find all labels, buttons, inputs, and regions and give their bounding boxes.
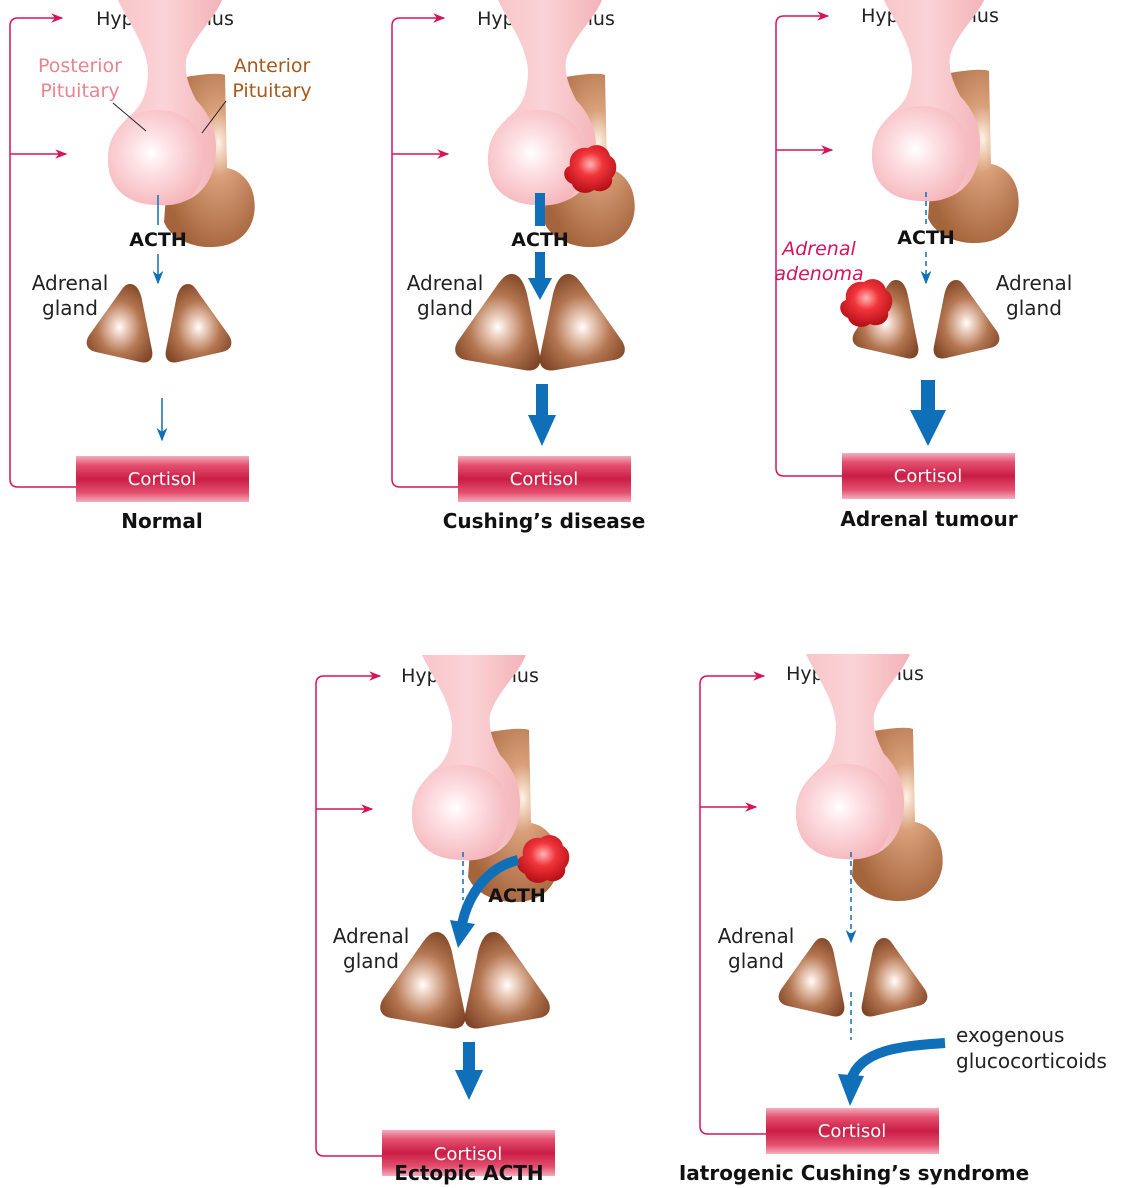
cortisol-arrow	[910, 380, 946, 446]
feedback-line	[700, 676, 766, 1134]
adrenal-adenoma-tumour	[840, 279, 892, 327]
adrenal-label-line2: gland	[1006, 296, 1062, 320]
adrenal-gland-right	[166, 284, 232, 363]
pituitary-gland	[108, 0, 255, 247]
posterior-label-line1: Posterior	[38, 55, 122, 77]
adrenal-adenoma-label: Adrenal adenoma	[774, 238, 863, 285]
adrenal-label-line1: Adrenal	[996, 271, 1073, 295]
feedback-line	[316, 676, 382, 1156]
anterior-label-line1: Anterior	[234, 55, 311, 77]
acth-label: ACTH	[488, 885, 546, 907]
exogenous-arrow	[851, 1043, 945, 1080]
adrenal-label-line1: Adrenal	[718, 924, 795, 948]
adrenal-gland-right	[862, 938, 928, 1017]
adrenal-label-line2: gland	[417, 296, 473, 320]
acth-label: ACTH	[897, 227, 955, 249]
adrenal-label-line1: Adrenal	[333, 924, 410, 948]
cortisol-label: Cortisol	[818, 1121, 886, 1142]
ectopic-acth-arrowhead	[450, 920, 475, 948]
adrenal-label-line1: Adrenal	[407, 271, 484, 295]
adrenal-gland-right	[540, 274, 625, 370]
exogenous-label-line1: exogenous	[956, 1023, 1064, 1047]
cortisol-arrow	[528, 384, 556, 446]
acth-arrow-upper	[535, 193, 545, 226]
adenoma-label-line1: Adrenal	[780, 238, 856, 260]
adrenal-label-line1: Adrenal	[32, 271, 109, 295]
cortisol-label: Cortisol	[128, 469, 196, 490]
panel-title: Adrenal tumour	[840, 507, 1017, 531]
adrenal-gland-right	[465, 932, 550, 1028]
feedback-line	[392, 18, 458, 487]
exogenous-arrowhead	[838, 1074, 864, 1106]
adrenal-label-line2: gland	[728, 949, 784, 973]
anterior-label-line2: Pituitary	[232, 80, 311, 102]
posterior-label-line2: Pituitary	[40, 80, 119, 102]
pituitary-gland	[872, 0, 1019, 243]
adrenal-label-line2: gland	[343, 949, 399, 973]
adrenal-gland-right	[934, 280, 1000, 359]
cortisol-arrow	[455, 1042, 483, 1100]
panel-title: Ectopic ACTH	[394, 1161, 543, 1185]
pituitary-gland	[488, 0, 635, 247]
cortisol-label: Cortisol	[510, 469, 578, 490]
adrenal-label-line2: gland	[42, 296, 98, 320]
adenoma-label-line2: adenoma	[774, 263, 863, 285]
acth-arrow-lower	[528, 252, 552, 300]
pituitary-gland	[796, 654, 943, 901]
adrenal-gland-left	[779, 938, 845, 1017]
cortisol-label: Cortisol	[894, 466, 962, 487]
panel-title: Cushing’s disease	[443, 509, 646, 533]
exogenous-label-line2: glucocorticoids	[956, 1049, 1107, 1073]
acth-label: ACTH	[129, 229, 187, 251]
panel-title: Normal	[121, 509, 203, 533]
panel-title: Iatrogenic Cushing’s syndrome	[679, 1161, 1029, 1185]
acth-label: ACTH	[511, 229, 569, 251]
